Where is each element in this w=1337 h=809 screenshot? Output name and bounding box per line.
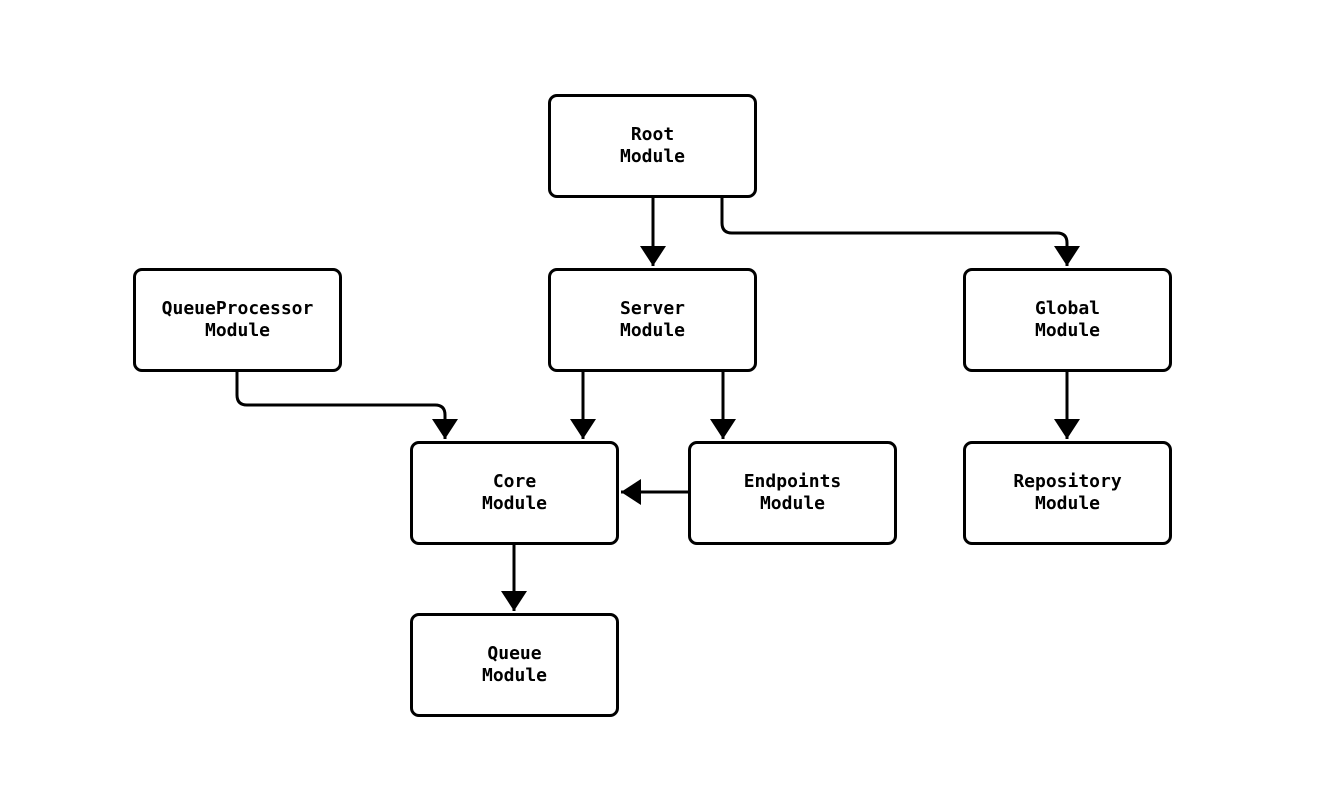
node-queueprocessor-module-label: QueueProcessor Module xyxy=(161,298,314,341)
node-repository-module: Repository Module xyxy=(963,441,1172,545)
node-queueprocessor-module: QueueProcessor Module xyxy=(133,268,342,372)
node-global-module-label: Global Module xyxy=(1034,298,1101,341)
edge-root-to-global xyxy=(720,198,1080,266)
node-core-module-label: Core Module xyxy=(481,471,548,514)
node-root-module-label: Root Module xyxy=(619,124,686,167)
node-endpoints-module: Endpoints Module xyxy=(688,441,897,545)
node-server-module: Server Module xyxy=(548,268,757,372)
node-server-module-label: Server Module xyxy=(619,298,686,341)
node-repository-module-label: Repository Module xyxy=(1013,471,1122,514)
node-core-module: Core Module xyxy=(410,441,619,545)
edge-queueprocessor-to-core xyxy=(235,372,458,439)
node-queue-module: Queue Module xyxy=(410,613,619,717)
node-root-module: Root Module xyxy=(548,94,757,198)
node-global-module: Global Module xyxy=(963,268,1172,372)
node-endpoints-module-label: Endpoints Module xyxy=(743,471,842,514)
node-queue-module-label: Queue Module xyxy=(481,643,548,686)
